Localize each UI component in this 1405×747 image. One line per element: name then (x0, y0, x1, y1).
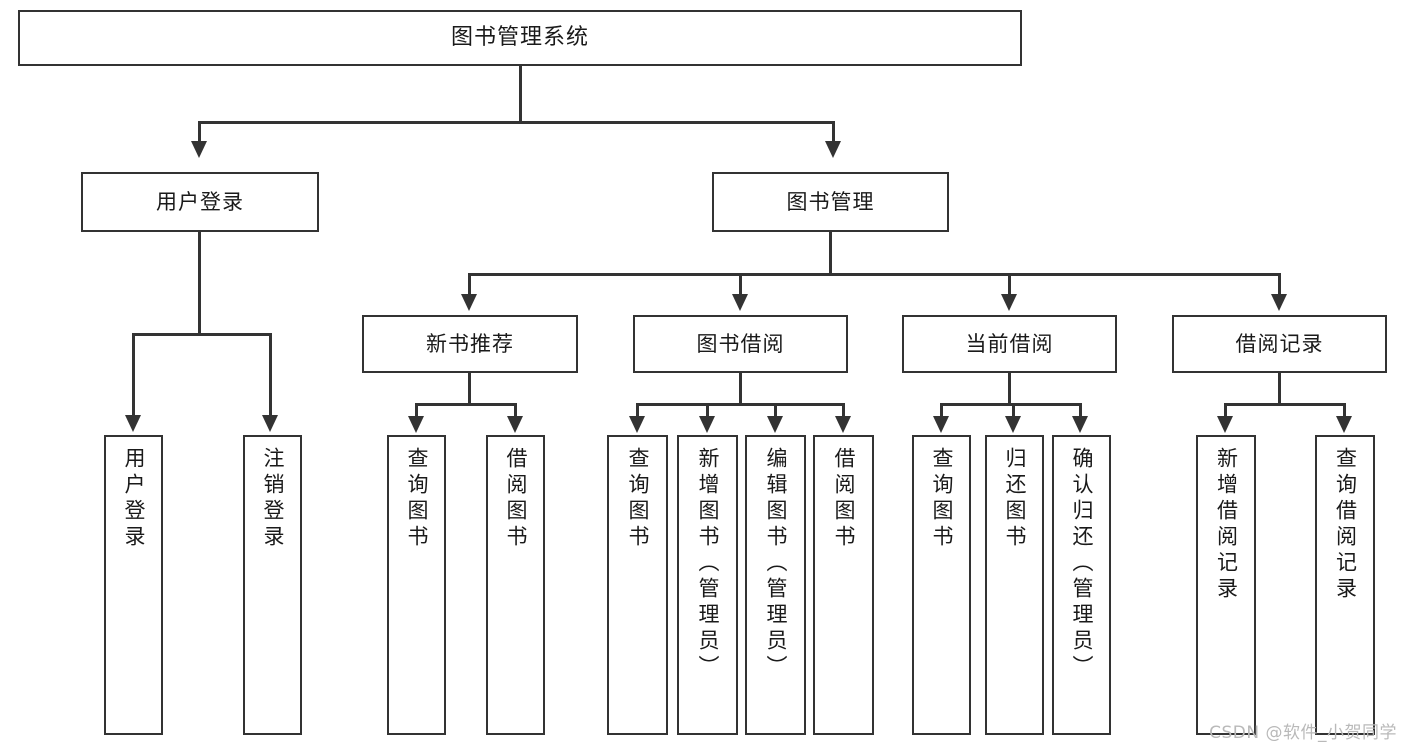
node-label: 注销登录 (261, 447, 285, 551)
node-leaf-user-logout[interactable]: 注销登录 (243, 435, 302, 735)
node-label: 用户登录 (156, 189, 244, 214)
node-label: 新书推荐 (426, 331, 514, 356)
node-label: 图书借阅 (696, 331, 785, 356)
node-label: 借阅图书 (832, 447, 856, 551)
connector-current-borrow-to-leaf-1 (940, 403, 943, 419)
connector-book-borrow-trunk (739, 373, 742, 405)
connector-borrow-record-bar (1224, 403, 1345, 406)
node-label: 查询借阅记录 (1333, 447, 1358, 603)
node-leaf-add-borrow-record[interactable]: 新增借阅记录 (1196, 435, 1256, 735)
connector-new-book-to-leaf-2 (514, 403, 517, 419)
node-label: 当前借阅 (965, 331, 1054, 356)
node-root-book-management-system[interactable]: 图书管理系统 (18, 10, 1022, 66)
connector-current-borrow-to-leaf-3 (1079, 403, 1082, 419)
arrowhead-to-leaf-add-book (699, 416, 715, 433)
connector-current-borrow-bar (940, 403, 1081, 406)
arrowhead-to-leaf-add-record (1217, 416, 1233, 433)
connector-book-borrow-to-leaf-3 (774, 403, 777, 419)
node-leaf-user-login[interactable]: 用户登录 (104, 435, 163, 735)
node-borrow-record[interactable]: 借阅记录 (1172, 315, 1387, 373)
connector-to-book-borrow (739, 273, 742, 296)
connector-user-login-trunk (198, 232, 201, 334)
connector-root-to-book-manage (832, 121, 835, 144)
node-label: 图书管理系统 (450, 25, 589, 51)
arrowhead-to-leaf-borrow-book-1 (507, 416, 523, 433)
arrowhead-to-leaf-query-book-1 (408, 416, 424, 433)
node-leaf-confirm-return-admin[interactable]: 确认归还（管理员） (1052, 435, 1111, 735)
connector-new-book-trunk (468, 373, 471, 405)
node-new-book-recommend[interactable]: 新书推荐 (362, 315, 578, 373)
node-book-borrow[interactable]: 图书借阅 (633, 315, 848, 373)
node-leaf-query-book-2[interactable]: 查询图书 (607, 435, 668, 735)
node-leaf-query-book-1[interactable]: 查询图书 (387, 435, 446, 735)
connector-borrow-record-trunk (1278, 373, 1281, 405)
node-label: 查询图书 (626, 447, 650, 551)
node-label: 确认归还（管理员） (1070, 447, 1094, 681)
arrowhead-to-user-login (191, 141, 207, 158)
connector-user-login-bar (132, 333, 271, 336)
node-leaf-borrow-book-2[interactable]: 借阅图书 (813, 435, 874, 735)
arrowhead-to-leaf-confirm-return (1072, 416, 1088, 433)
arrowhead-to-new-book-recommend (461, 294, 477, 311)
node-label: 查询图书 (405, 447, 429, 551)
csdn-watermark: CSDN @软件_小贺同学 (1209, 723, 1397, 743)
arrowhead-to-borrow-record (1271, 294, 1287, 311)
connector-book-manage-trunk (829, 232, 832, 274)
node-user-login[interactable]: 用户登录 (81, 172, 319, 232)
node-leaf-add-book-admin[interactable]: 新增图书（管理员） (677, 435, 738, 735)
node-leaf-query-borrow-record[interactable]: 查询借阅记录 (1315, 435, 1375, 735)
node-label: 新增图书（管理员） (696, 447, 720, 681)
arrowhead-to-leaf-user-login (125, 415, 141, 432)
arrowhead-to-book-borrow (732, 294, 748, 311)
node-label: 用户登录 (122, 447, 146, 551)
connector-book-borrow-bar (636, 403, 844, 406)
connector-user-login-to-leaf-1 (132, 333, 135, 418)
connector-new-book-bar (415, 403, 516, 406)
connector-current-borrow-trunk (1008, 373, 1011, 405)
node-label: 借阅记录 (1235, 331, 1324, 356)
node-current-borrow[interactable]: 当前借阅 (902, 315, 1117, 373)
arrowhead-to-book-manage (825, 141, 841, 158)
arrowhead-to-leaf-user-logout (262, 415, 278, 432)
connector-current-borrow-to-leaf-2 (1012, 403, 1015, 419)
connector-book-borrow-to-leaf-4 (842, 403, 845, 419)
arrowhead-to-current-borrow (1001, 294, 1017, 311)
connector-root-bar (198, 121, 835, 124)
connector-borrow-record-to-leaf-1 (1224, 403, 1227, 419)
node-label: 图书管理 (786, 189, 875, 214)
connector-book-borrow-to-leaf-1 (636, 403, 639, 419)
connector-to-new-book-recommend (468, 273, 471, 296)
connector-root-to-user-login (198, 121, 201, 144)
connector-book-manage-bar (468, 273, 1280, 276)
arrowhead-to-leaf-return-book (1005, 416, 1021, 433)
node-leaf-edit-book-admin[interactable]: 编辑图书（管理员） (745, 435, 806, 735)
arrowhead-to-leaf-borrow-book-2 (835, 416, 851, 433)
connector-to-current-borrow (1008, 273, 1011, 296)
node-leaf-return-book[interactable]: 归还图书 (985, 435, 1044, 735)
node-label: 归还图书 (1003, 447, 1027, 551)
node-label: 新增借阅记录 (1214, 447, 1239, 603)
node-label: 查询图书 (930, 447, 954, 551)
connector-new-book-to-leaf-1 (415, 403, 418, 419)
arrowhead-to-leaf-query-book-2 (629, 416, 645, 433)
connector-book-borrow-to-leaf-2 (706, 403, 709, 419)
node-leaf-borrow-book-1[interactable]: 借阅图书 (486, 435, 545, 735)
connector-root-trunk (519, 66, 522, 122)
arrowhead-to-leaf-query-book-3 (933, 416, 949, 433)
node-leaf-query-book-3[interactable]: 查询图书 (912, 435, 971, 735)
arrowhead-to-leaf-query-record (1336, 416, 1352, 433)
connector-to-borrow-record (1278, 273, 1281, 296)
node-label: 借阅图书 (504, 447, 528, 551)
node-label: 编辑图书（管理员） (764, 447, 788, 681)
arrowhead-to-leaf-edit-book (767, 416, 783, 433)
connector-user-login-to-leaf-2 (269, 333, 272, 418)
node-book-management[interactable]: 图书管理 (712, 172, 949, 232)
connector-borrow-record-to-leaf-2 (1343, 403, 1346, 419)
